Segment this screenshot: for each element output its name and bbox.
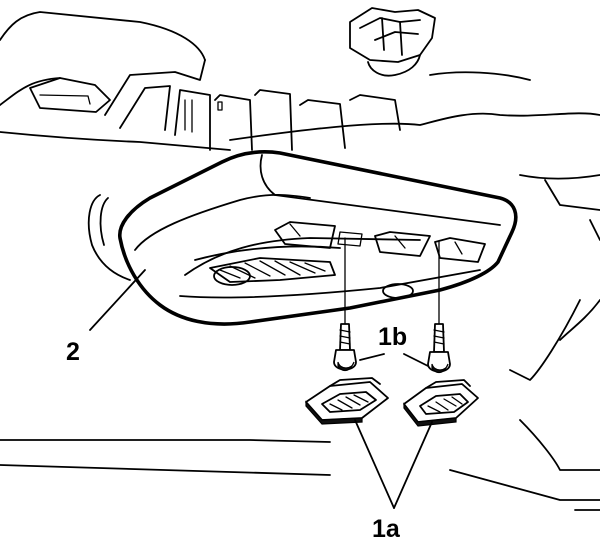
cover-right — [403, 379, 479, 427]
roof-console-housing — [118, 150, 518, 326]
leader-screw-left — [359, 353, 385, 361]
headliner-background — [0, 11, 600, 511]
mirror-outline — [87, 194, 131, 281]
leader-lines — [89, 269, 433, 509]
leader-screw-right — [403, 353, 429, 367]
roof-clip-component — [349, 7, 436, 77]
screw-right — [427, 241, 451, 374]
callout-screws: 1b — [378, 323, 407, 351]
leader-cover-left — [354, 419, 395, 509]
callout-console: 2 — [66, 338, 80, 366]
leader-cover-right — [393, 421, 433, 509]
screw-left — [333, 237, 357, 372]
cover-left — [305, 377, 389, 425]
callout-covers: 1a — [372, 515, 401, 543]
leader-console — [89, 269, 146, 331]
